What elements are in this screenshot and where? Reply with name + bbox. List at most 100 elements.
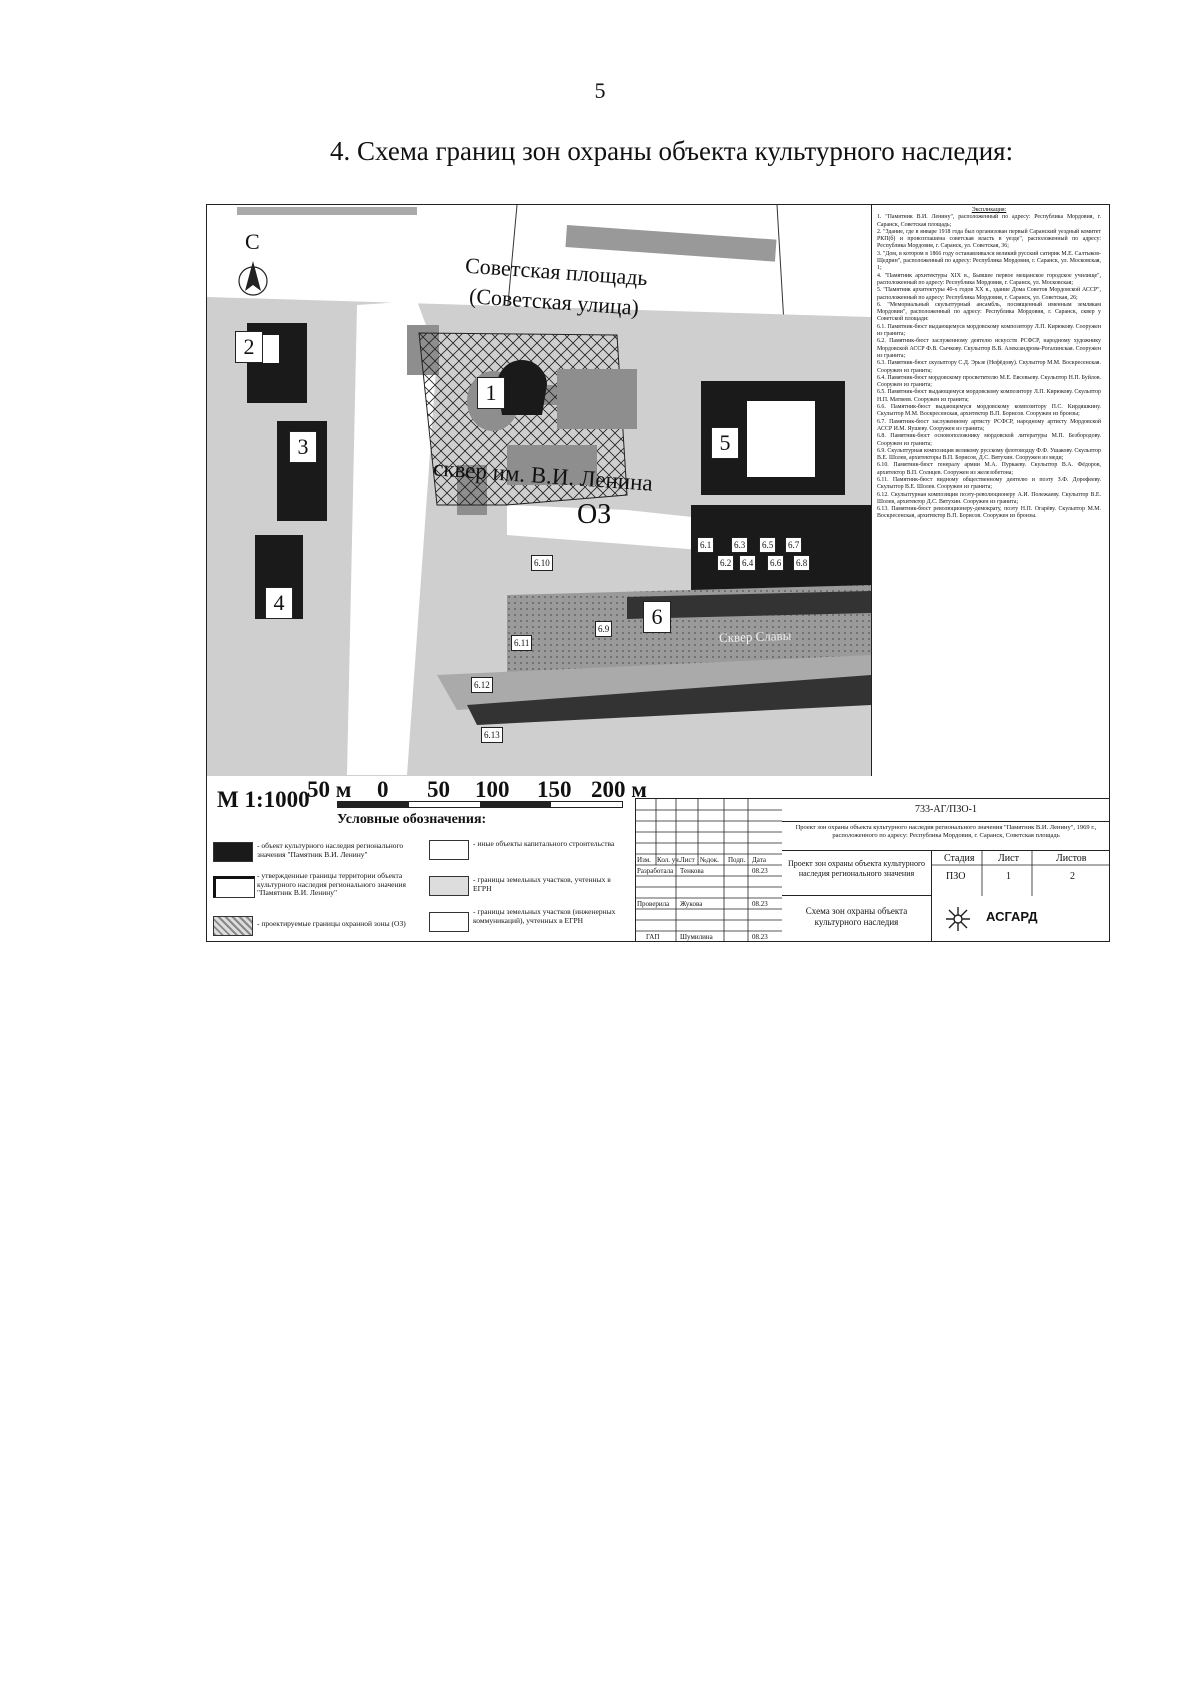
stamp-person: Тенкова — [680, 867, 704, 875]
monument-number: 6.12 — [471, 677, 493, 693]
street-bottom-dark — [467, 675, 871, 725]
stamp-role: Разработала — [637, 867, 674, 875]
north-letter: С — [245, 229, 260, 254]
drawing-code: 733-АГ/ПЗО-1 — [782, 799, 1110, 822]
alley-label: Сквер Славы — [718, 627, 792, 646]
object-number: 4 — [265, 587, 293, 619]
stamp-col: Дата — [752, 856, 766, 864]
monument-number: 6.3 — [731, 537, 749, 553]
legend: Условные обозначения: - объект культурно… — [207, 776, 633, 941]
stamp-date: 08.23 — [752, 867, 768, 875]
stage-header: Стадия — [944, 853, 975, 864]
street-line — [506, 205, 518, 316]
legend-item: - утвержденные границы территории объект… — [257, 871, 406, 897]
monument-number: 6.7 — [785, 537, 803, 553]
explication-item: 6.7. Памятник-бюст заслуженному артисту … — [877, 418, 1101, 432]
garden-plot — [507, 445, 597, 485]
monument-number: 6.8 — [793, 555, 811, 571]
building-strip — [237, 207, 417, 215]
monument-number: 6.2 — [717, 555, 735, 571]
scale-tick: 0 — [377, 777, 389, 802]
stamp-person: Шумилина — [680, 933, 713, 941]
stamp-col: Изм. — [637, 856, 651, 864]
explication-item: 6.11. Памятник-бюст видному общественном… — [877, 476, 1101, 491]
scale-tick: 150 — [537, 777, 572, 802]
legend-swatch-hatched — [213, 916, 253, 936]
legend-title: Условные обозначения: — [337, 812, 487, 827]
sheet-value: 1 — [1006, 871, 1011, 882]
legend-item: - иные объекты капитального строительств… — [473, 839, 615, 848]
monument-number: 6.9 — [595, 621, 613, 637]
page-heading: 4. Схема границ зон охраны объекта культ… — [330, 136, 1014, 166]
scale-tick: 100 — [475, 777, 510, 802]
object-number: 6 — [643, 601, 671, 633]
scale-tick: 50 м — [307, 777, 352, 802]
object-title: Проект зон охраны объекта культурного на… — [782, 851, 932, 896]
legend-swatch-gray — [429, 876, 469, 896]
map-area: С Советская площадь (Советская улица) ск… — [207, 205, 872, 776]
object-number: 3 — [289, 431, 317, 463]
legend-item: - границы земельных участков, учтенных в… — [473, 875, 611, 893]
legend-swatch-bracket — [213, 876, 255, 898]
explication-item: 6.13. Памятник-бюст революционеру-демокр… — [877, 506, 1101, 520]
zone-label: ОЗ — [577, 499, 612, 530]
title-block: Изм. Кол. уч. Лист №док. Подп. Дата Разр… — [635, 798, 1110, 942]
stage-table — [932, 851, 1110, 896]
explication-item: 4. "Памятник архитектуры XIX в., Бывшее … — [877, 272, 1101, 286]
explication-item: 6. "Мемориальный скульптурный ансамбль, … — [877, 301, 1101, 323]
stamp-col: Подп. — [728, 856, 746, 864]
explication-item: 5. "Памятник архитектуры 40-х годов XX в… — [877, 287, 1101, 301]
company-name: АСГАРД — [986, 909, 1038, 924]
stamp-col: №док. — [700, 856, 719, 864]
stamp-role: ГАП — [646, 933, 660, 941]
explication-item: 6.4. Памятник-бюст мордовскому просветит… — [877, 374, 1101, 389]
explication-item: 1. "Памятник В.И. Ленину", расположенный… — [877, 214, 1101, 228]
stamp-col: Кол. уч. — [657, 856, 681, 864]
monuments-block — [691, 505, 871, 595]
stamp-person: Жукова — [680, 900, 703, 908]
monument-number: 6.13 — [481, 727, 503, 743]
north-arrow — [245, 261, 261, 291]
project-title: Проект зон охраны объекта культурного на… — [782, 821, 1110, 851]
explication-item: 6.1. Памятник-бюст выдающемуся мордовско… — [877, 323, 1101, 338]
monument-number: 6.1 — [697, 537, 715, 553]
legend-item: - границы земельных участков (инженерных… — [473, 907, 616, 925]
sheets-header: Листов — [1056, 853, 1087, 864]
alley — [627, 591, 871, 619]
building-strip — [565, 225, 777, 262]
legend-swatch-outline — [429, 912, 469, 932]
lenin-monument — [497, 360, 547, 415]
page-number: 5 — [594, 78, 606, 103]
legend-swatch-outline — [429, 840, 469, 860]
explication-item: 6.6. Памятник-бюст выдающемуся мордовско… — [877, 404, 1101, 418]
explication-item: 6.2. Памятник-бюст заслуженному деятелю … — [877, 338, 1101, 359]
map-drawing — [207, 205, 871, 776]
scale-ratio: М 1:1000 — [217, 787, 310, 812]
scale-tick: 200 м — [591, 777, 647, 802]
explication-item: 6.8. Памятник-бюст основоположнику мордо… — [877, 433, 1101, 447]
explication-item: 6.9. Скульптурная композиция великому ру… — [877, 447, 1101, 462]
company-logo-icon — [946, 907, 970, 931]
explication-item: 3. "Дом, в котором в 1866 году останавли… — [877, 250, 1101, 272]
explication-item: 6.10. Памятник-бюст генералу армии М.А. … — [877, 462, 1101, 476]
garden-plot — [557, 369, 637, 429]
explication-item: 6.3. Памятник-бюст скульптору С.Д. Эрьзе… — [877, 360, 1101, 374]
sheets-value: 2 — [1070, 871, 1075, 882]
explication-item: 2. "Здание, где в январе 1918 года был о… — [877, 228, 1101, 250]
object-number: 5 — [711, 427, 739, 459]
monument-number: 6.6 — [767, 555, 785, 571]
stage-value: ПЗО — [946, 871, 966, 882]
legend-item: - объект культурного наследия региональн… — [257, 841, 404, 859]
explication-item: 6.12. Скульптурная композиция поэту-рево… — [877, 491, 1101, 505]
stamp-date: 08.23 — [752, 900, 768, 908]
stamp-date: 08.23 — [752, 933, 768, 941]
monument-number: 6.10 — [531, 555, 553, 571]
object-number: 1 — [477, 377, 505, 409]
scale-bar — [337, 801, 623, 808]
sheet-header: Лист — [998, 853, 1019, 864]
legend-item: - проектируемые границы охранной зоны (О… — [257, 919, 406, 928]
map-sheet: С Советская площадь (Советская улица) ск… — [206, 204, 1110, 942]
monument-number: 6.4 — [739, 555, 757, 571]
scale-tick: 50 — [427, 777, 450, 802]
drawing-title: Схема зон охраны объекта культурного нас… — [782, 896, 932, 942]
